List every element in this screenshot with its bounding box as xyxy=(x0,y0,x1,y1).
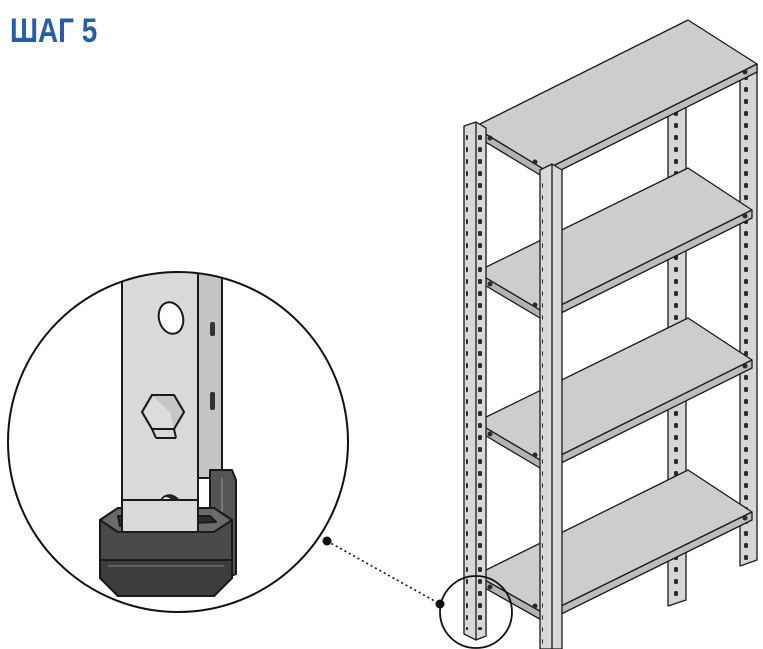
shelving-unit xyxy=(463,19,758,649)
shelf-3 xyxy=(475,317,753,472)
shelf-4 xyxy=(475,469,753,623)
foot-highlight-circle xyxy=(439,575,513,649)
step-title: ШАГ 5 xyxy=(10,12,98,50)
upright-front-left xyxy=(463,121,487,641)
leader-line xyxy=(326,540,441,605)
foot-cap xyxy=(99,469,237,597)
hex-bolt-icon xyxy=(141,394,185,439)
leader-dot-start xyxy=(322,536,332,546)
upright-front-middle xyxy=(539,163,563,649)
upright-back-right xyxy=(739,63,758,567)
leader-dot-end xyxy=(435,599,445,609)
shelf-1 xyxy=(473,19,758,179)
shelf-2 xyxy=(475,167,753,322)
detail-callout xyxy=(7,271,349,613)
bolts xyxy=(487,69,748,609)
